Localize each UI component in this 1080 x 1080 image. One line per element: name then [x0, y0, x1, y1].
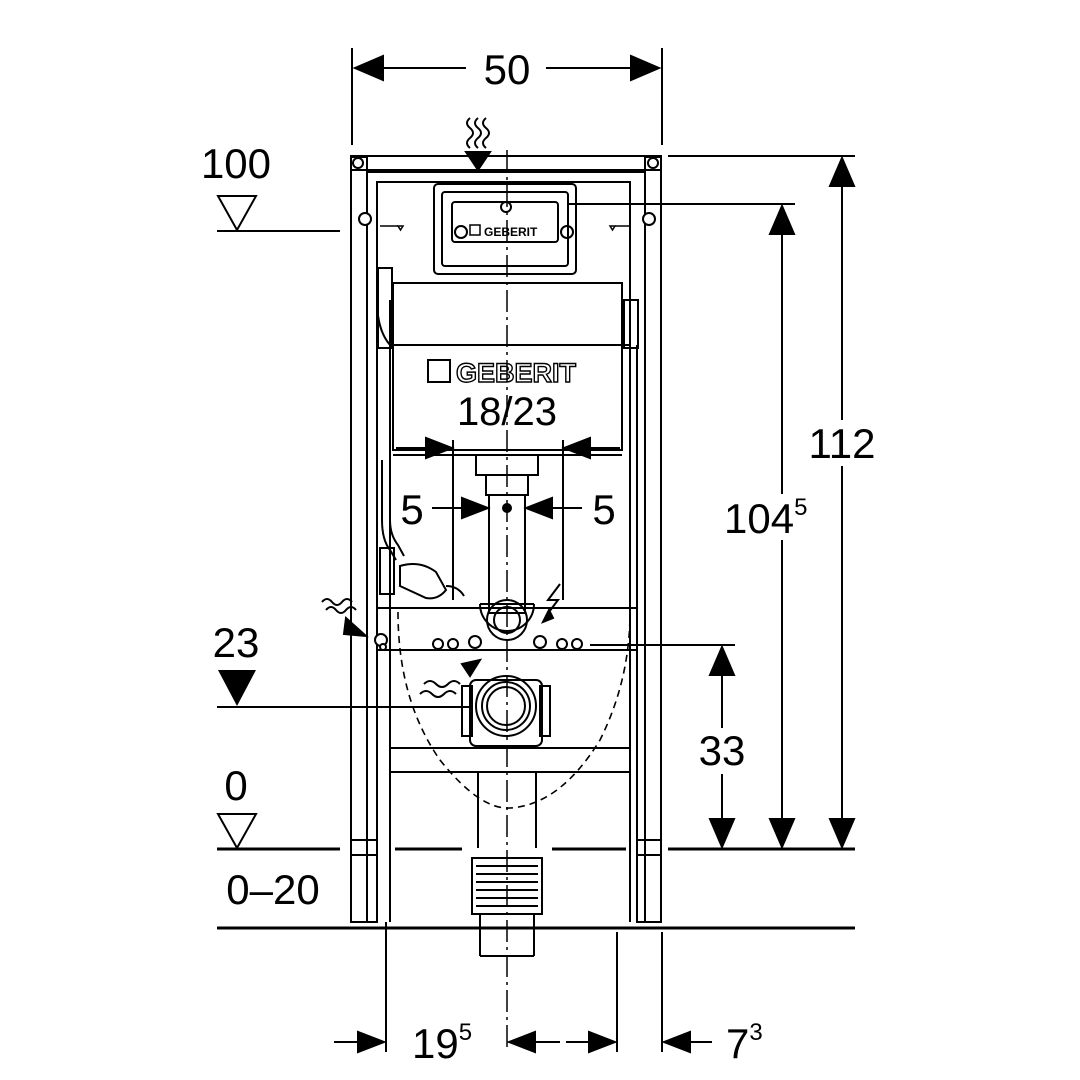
- plate-logo: GEBERIT: [484, 225, 538, 239]
- supply-hose: [379, 460, 465, 600]
- bottom-left-sup: 5: [459, 1019, 472, 1046]
- level-floor-range-label: 0–20: [226, 866, 319, 913]
- level-floor-label: 0: [224, 762, 247, 809]
- flush-offset-dimensions: [396, 436, 620, 600]
- actuator-height-label-bg: [724, 494, 832, 540]
- height-dimensions: [568, 155, 856, 850]
- floor-lines: [217, 847, 855, 930]
- bottom-right-dimension-label: 73: [726, 1019, 763, 1067]
- drain-elbow: [461, 675, 551, 747]
- drain-height-label: 33: [699, 727, 746, 774]
- level-top-label: 100: [201, 140, 271, 187]
- actuator-plate: [433, 183, 577, 275]
- bottom-dimensions: [334, 922, 712, 1054]
- fixing-holes: [432, 635, 583, 650]
- electric-supply-icon: [540, 583, 561, 624]
- width-dimension: [351, 48, 663, 145]
- actuator-height-label: 1045: [724, 494, 807, 542]
- level-floor-triangle-icon: [216, 813, 258, 851]
- drain-supply-icon: [419, 658, 483, 698]
- mounting-holes: [352, 157, 659, 651]
- bottom-right-sup: 3: [749, 1019, 762, 1046]
- width-label: 50: [484, 46, 531, 93]
- side-water-supply-icon: [321, 598, 369, 638]
- water-supply-icon: [464, 117, 492, 172]
- total-height-label-bg: [800, 420, 884, 466]
- flush-offset-left-label: 5: [400, 486, 423, 533]
- toilet-bowl-outline: [397, 611, 631, 809]
- actuator-height-main: 104: [724, 495, 794, 542]
- bottom-left-dimension-label: 195: [412, 1019, 472, 1067]
- geberit-logo: GEBERIT: [456, 358, 577, 388]
- plate-logo-box: [469, 224, 481, 236]
- level-triangle-filled-icon: [218, 670, 256, 706]
- actuator-height-sup: 5: [794, 494, 807, 521]
- bottom-right-main: 7: [726, 1020, 749, 1067]
- bottom-left-main: 19: [412, 1020, 459, 1067]
- total-height-label: 112: [809, 420, 876, 467]
- flush-offset-right-label: 5: [592, 486, 615, 533]
- level-triangle-icon: [216, 195, 258, 233]
- geberit-logo-box: [427, 359, 451, 383]
- inner-level-markers: [380, 225, 630, 232]
- level-connection-label: 23: [213, 619, 260, 666]
- drain-height-label-bg: [690, 728, 754, 774]
- installation-frame: [350, 155, 662, 923]
